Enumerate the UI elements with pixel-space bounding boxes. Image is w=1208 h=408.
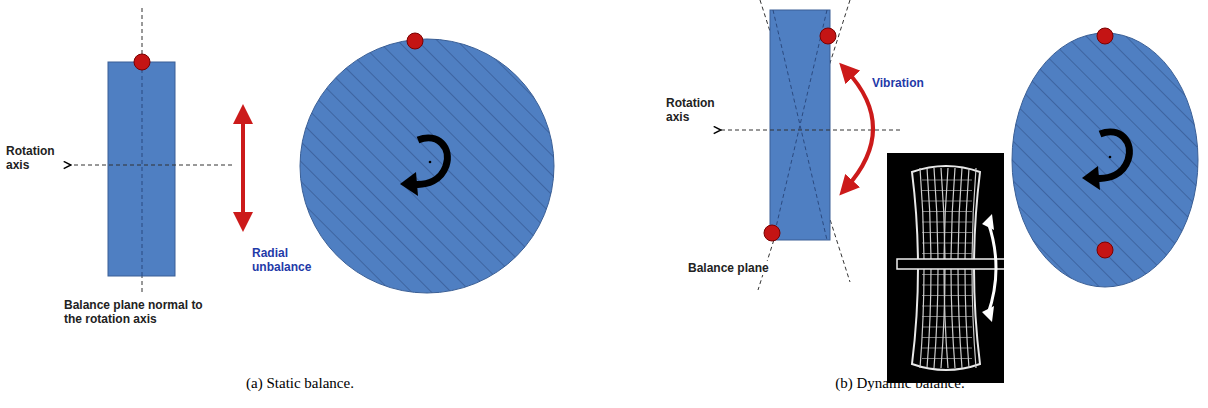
caption: (b) Dynamic balance. bbox=[790, 374, 1010, 392]
tire-inset bbox=[887, 153, 1004, 383]
rotation-axis-line bbox=[70, 165, 232, 166]
unbalance-label: Radial unbalance bbox=[252, 246, 332, 274]
caption: (a) Static balance. bbox=[200, 374, 400, 392]
disk-front-view bbox=[1012, 33, 1198, 287]
static-balance-figure bbox=[70, 8, 554, 293]
plane-label: Balance plane normal to the rotation axi… bbox=[62, 298, 216, 326]
axis-label: Rotation axis bbox=[6, 144, 66, 172]
axis-label: Rotation axis bbox=[666, 96, 716, 124]
unbalance-mass bbox=[820, 28, 836, 44]
vibration-arrow bbox=[846, 70, 873, 188]
radial-arrow bbox=[241, 114, 245, 222]
unbalance-mass bbox=[134, 54, 150, 70]
rotation-arrow bbox=[412, 138, 447, 184]
unbalance-mass bbox=[1097, 28, 1113, 44]
unbalance-mass bbox=[1097, 242, 1113, 258]
rotation-arrow bbox=[1094, 132, 1129, 178]
unbalance-mass bbox=[407, 33, 423, 49]
unbalance-mass bbox=[764, 225, 780, 241]
disk-side-view bbox=[770, 10, 830, 240]
disk-front-view bbox=[300, 39, 554, 293]
dynamic-balance-figure bbox=[720, 0, 1198, 383]
disk-side-view bbox=[108, 62, 175, 276]
balance-plane-line bbox=[758, 0, 850, 290]
plane-label: Balance plane bbox=[686, 261, 780, 275]
motion-label: Vibration bbox=[872, 76, 952, 90]
